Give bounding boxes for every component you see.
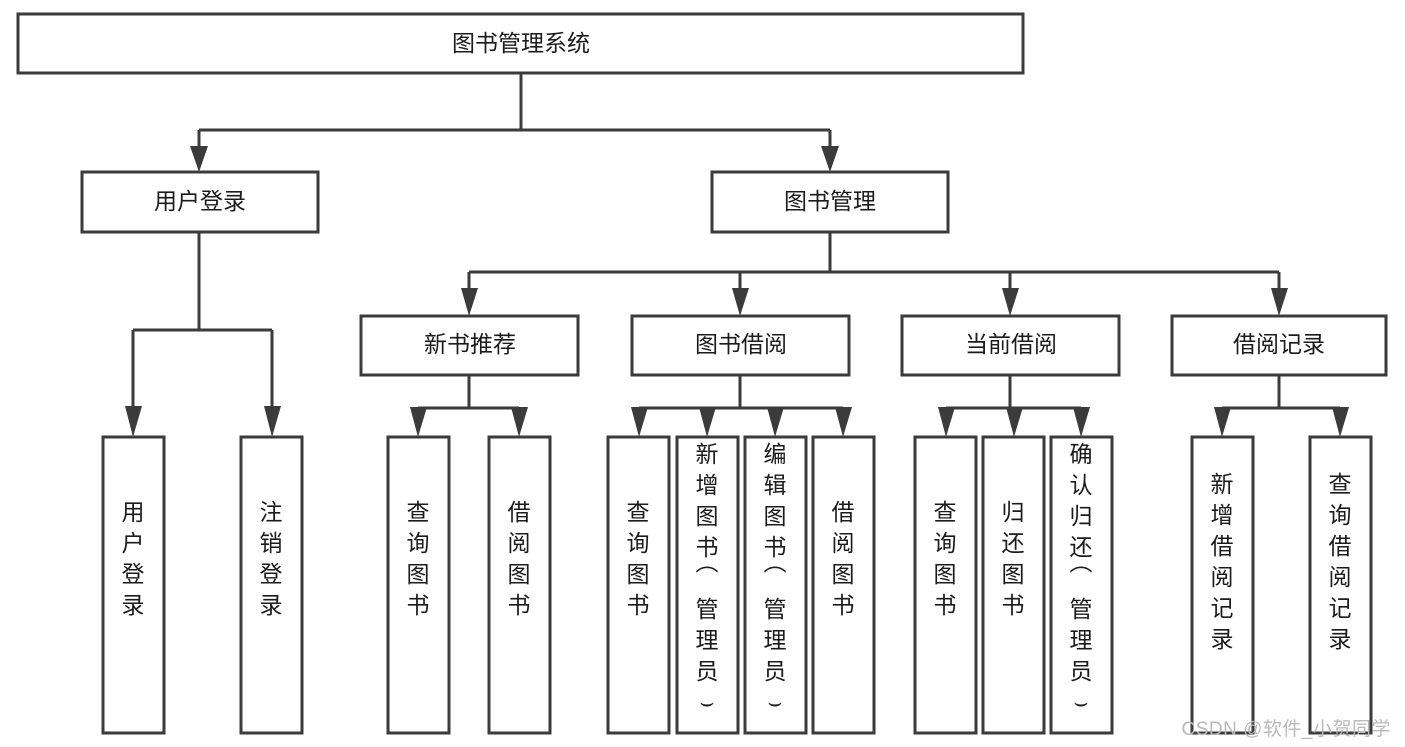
- arrow-head-icon: [190, 146, 208, 172]
- node-leaf-confirm-return-label: 确认归还⌒管理员⌣: [1070, 441, 1093, 715]
- connector-group-user-login: [125, 232, 281, 437]
- node-leaf-query-book-1-box[interactable]: [386, 435, 451, 735]
- arrow-head-icon: [511, 407, 528, 437]
- node-leaf-logout-label: 注销登录: [260, 499, 283, 618]
- node-book-manage[interactable]: 图书管理: [710, 170, 950, 234]
- node-current-borrow[interactable]: 当前借阅: [900, 314, 1121, 377]
- node-book-borrow[interactable]: 图书借阅: [630, 314, 851, 377]
- node-leaf-borrow-book-2-box[interactable]: [811, 435, 876, 735]
- node-leaf-query-book-3[interactable]: 查询图书: [913, 435, 978, 735]
- node-leaf-edit-book-box[interactable]: [743, 435, 808, 735]
- node-leaf-borrow-book-2[interactable]: 借阅图书: [811, 435, 876, 735]
- node-leaf-user-login-box[interactable]: [101, 435, 166, 735]
- arrow-head-icon: [1332, 407, 1349, 437]
- node-leaf-return-book-box[interactable]: [981, 435, 1046, 735]
- node-leaf-add-record[interactable]: 新增借阅记录: [1190, 435, 1255, 735]
- node-user-login-box[interactable]: [80, 170, 320, 234]
- arrow-head-icon: [835, 407, 852, 437]
- node-book-borrow-label: 图书借阅: [695, 331, 787, 357]
- node-current-borrow-box[interactable]: [900, 314, 1121, 377]
- node-user-login-label: 用户登录: [154, 188, 246, 214]
- node-leaf-add-record-box[interactable]: [1190, 435, 1255, 735]
- node-borrow-record-box[interactable]: [1170, 314, 1388, 377]
- node-leaf-add-book-label: 新增图书⌒管理员⌣: [696, 441, 719, 715]
- node-new-book-rec-box[interactable]: [359, 314, 580, 377]
- connector-group-borrow-record: [1214, 375, 1349, 437]
- arrow-head-icon: [1214, 407, 1231, 437]
- node-book-borrow-box[interactable]: [630, 314, 851, 377]
- node-leaf-query-record[interactable]: 查询借阅记录: [1308, 435, 1373, 735]
- node-current-borrow-label: 当前借阅: [965, 331, 1057, 357]
- connector-group-current-borrow: [938, 375, 1090, 437]
- csdn-watermark: CSDN @软件_小贺同学: [1181, 719, 1391, 740]
- arrow-head-icon: [125, 406, 142, 437]
- node-leaf-edit-book-label: 编辑图书⌒管理员⌣: [764, 441, 787, 715]
- node-leaf-logout[interactable]: 注销登录: [239, 435, 304, 735]
- node-leaf-confirm-return-box[interactable]: [1049, 435, 1114, 735]
- arrow-head-icon: [631, 407, 648, 437]
- node-new-book-rec-label: 新书推荐: [424, 331, 516, 357]
- node-leaf-borrow-book-2-label: 借阅图书: [832, 499, 855, 618]
- node-leaf-borrow-book-1-label: 借阅图书: [508, 499, 531, 618]
- node-root-box[interactable]: [16, 12, 1025, 75]
- arrow-head-icon: [1073, 407, 1090, 437]
- node-leaf-edit-book[interactable]: 编辑图书⌒管理员⌣: [743, 435, 808, 735]
- node-leaf-query-book-2-label: 查询图书: [627, 499, 650, 618]
- node-leaf-query-book-3-box[interactable]: [913, 435, 978, 735]
- node-book-manage-box[interactable]: [710, 170, 950, 234]
- node-user-login[interactable]: 用户登录: [80, 170, 320, 234]
- node-root-label: 图书管理系统: [452, 30, 590, 56]
- connector-group-new-book-rec: [410, 375, 528, 437]
- node-leaf-user-login[interactable]: 用户登录: [101, 435, 166, 735]
- node-leaf-query-book-1-label: 查询图书: [407, 499, 430, 618]
- arrow-head-icon: [1271, 288, 1288, 316]
- arrow-head-icon: [410, 407, 427, 437]
- arrow-head-icon: [1002, 288, 1019, 316]
- node-leaf-add-book-box[interactable]: [675, 435, 740, 735]
- node-new-book-rec[interactable]: 新书推荐: [359, 314, 580, 377]
- arrow-head-icon: [264, 406, 281, 437]
- node-leaf-add-record-label: 新增借阅记录: [1211, 471, 1234, 652]
- connector-group-book-manage: [461, 232, 1288, 316]
- node-leaf-return-book-label: 归还图书: [1002, 499, 1025, 618]
- node-leaf-confirm-return[interactable]: 确认归还⌒管理员⌣: [1049, 435, 1114, 735]
- arrow-head-icon: [699, 407, 716, 437]
- node-leaf-query-record-box[interactable]: [1308, 435, 1373, 735]
- arrow-head-icon: [461, 288, 478, 316]
- node-leaf-return-book[interactable]: 归还图书: [981, 435, 1046, 735]
- node-leaf-query-book-3-label: 查询图书: [934, 499, 957, 618]
- arrow-head-icon: [821, 146, 839, 172]
- node-leaf-borrow-book-1[interactable]: 借阅图书: [487, 435, 552, 735]
- node-leaf-user-login-label: 用户登录: [122, 499, 145, 618]
- arrow-head-icon: [767, 407, 784, 437]
- arrow-head-icon: [938, 407, 955, 437]
- node-leaf-query-book-1[interactable]: 查询图书: [386, 435, 451, 735]
- node-leaf-logout-box[interactable]: [239, 435, 304, 735]
- node-borrow-record-label: 借阅记录: [1233, 331, 1325, 357]
- node-leaf-query-record-label: 查询借阅记录: [1329, 471, 1352, 652]
- arrow-head-icon: [732, 288, 749, 316]
- node-leaf-query-book-2-box[interactable]: [606, 435, 671, 735]
- connector-group-book-borrow: [631, 375, 852, 437]
- node-book-manage-label: 图书管理: [784, 188, 876, 214]
- node-leaf-add-book[interactable]: 新增图书⌒管理员⌣: [675, 435, 740, 735]
- node-leaf-borrow-book-1-box[interactable]: [487, 435, 552, 735]
- arrow-head-icon: [1006, 407, 1023, 437]
- node-borrow-record[interactable]: 借阅记录: [1170, 314, 1388, 377]
- connector-group-root: [190, 73, 839, 172]
- node-root[interactable]: 图书管理系统: [16, 12, 1025, 75]
- node-leaf-query-book-2[interactable]: 查询图书: [606, 435, 671, 735]
